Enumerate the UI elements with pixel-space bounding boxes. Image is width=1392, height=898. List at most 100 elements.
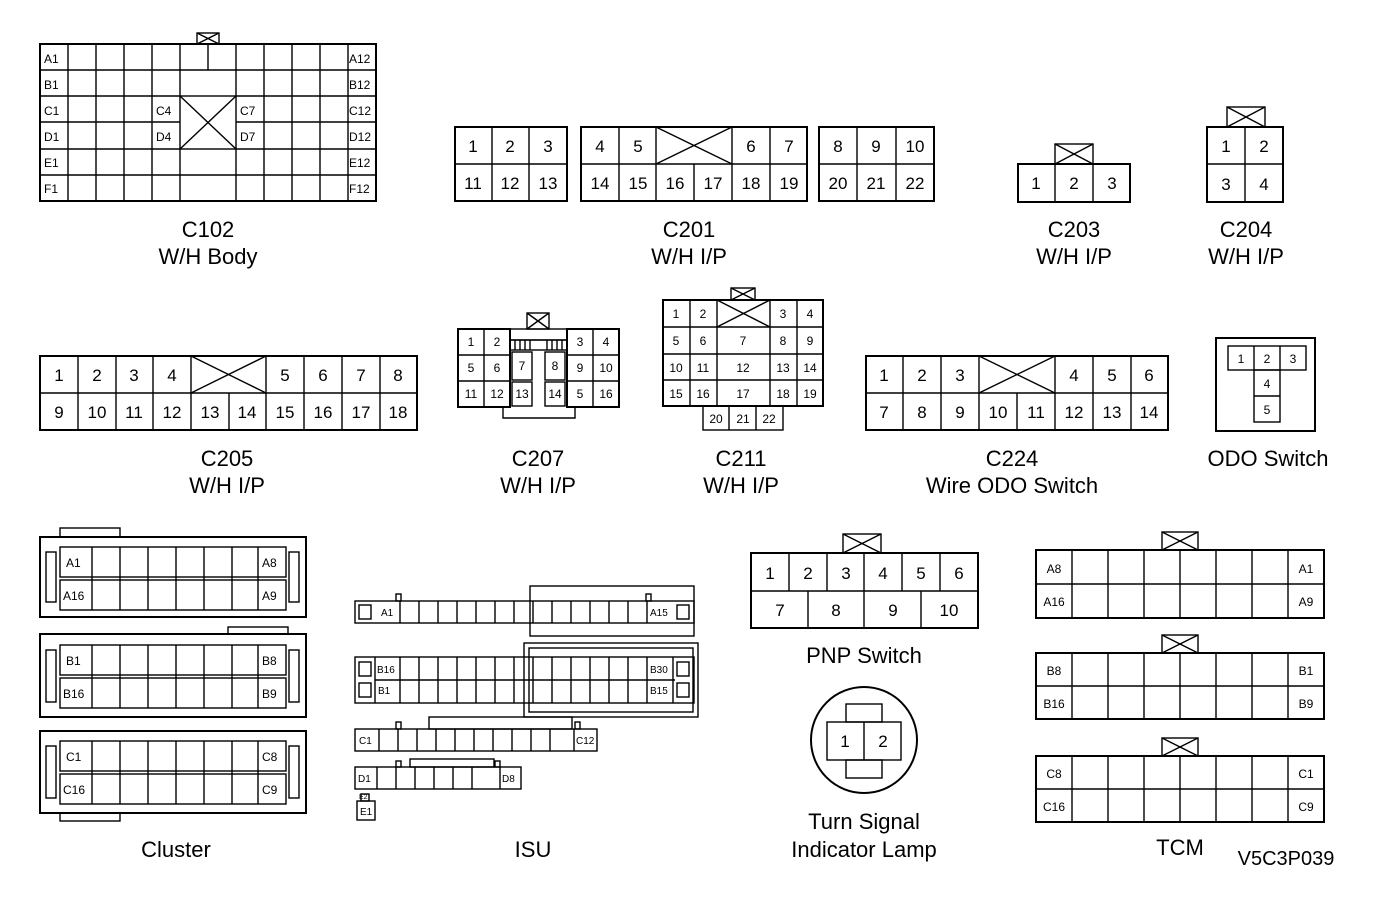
pin-label: 3 [780,307,787,321]
pin-label: A8 [262,556,277,570]
pin-label: 14 [548,387,562,401]
pin-label: C12 [349,104,371,118]
pin-label: 13 [201,403,220,422]
pin-label: 1 [879,366,888,385]
pin-label: A12 [349,52,371,66]
pin-label: 6 [700,334,707,348]
pin-label: 8 [393,366,402,385]
pin-label: 3 [129,366,138,385]
pin-label: B1 [378,686,391,697]
pin-label: E1 [44,156,59,170]
pin-label: A1 [44,52,59,66]
pin-label: A9 [262,589,277,603]
pin-label: 1 [673,307,680,321]
connector-c224: 1 2 3 4 5 6 7 8 9 10 11 12 13 14 C224 Wi… [865,355,1169,498]
pin-label: E1 [360,807,373,818]
pin-label: 11 [125,403,143,422]
pin-label: 9 [888,601,897,620]
pin-label: 1 [1221,137,1230,156]
pin-label: 7 [784,137,793,156]
pin-label: 2 [1264,352,1271,366]
pin-label: 14 [1140,403,1159,422]
pin-label: 7 [356,366,365,385]
pin-label: 1 [468,335,475,349]
pin-label: 5 [1107,366,1116,385]
pin-label: 4 [1069,366,1078,385]
pin-label: 17 [736,387,750,401]
pin-label: 16 [314,403,333,422]
pin-label: 3 [1221,175,1230,194]
pin-label: 11 [465,387,478,401]
pin-label: 10 [599,361,613,375]
pin-label: B9 [1299,697,1314,711]
pin-label: 5 [468,361,475,375]
pin-label: 3 [841,564,850,583]
pin-label: 10 [669,361,683,375]
pin-label: 13 [539,174,558,193]
pin-label: 9 [577,361,584,375]
pin-label: 6 [1144,366,1153,385]
pin-label: 2 [505,137,514,156]
c224-description: Wire ODO Switch [926,473,1098,498]
c102-latch [196,32,220,45]
pin-label: 18 [776,387,790,401]
c211-description: W/H I/P [703,473,779,498]
pin-label: 4 [1259,175,1268,194]
pin-label: 2 [917,366,926,385]
pin-label: 4 [807,307,814,321]
pin-label: 4 [595,137,604,156]
pin-label: 11 [697,361,710,375]
pnp-switch-name: PNP Switch [806,643,922,668]
pin-label: A15 [650,608,668,619]
c204-description: W/H I/P [1208,244,1284,269]
pin-label: 17 [704,174,723,193]
pin-label: 16 [696,387,710,401]
isu-name: ISU [515,837,552,862]
pin-label: 21 [867,174,886,193]
pin-label: 5 [673,334,680,348]
pin-label: A1 [381,608,394,619]
pin-label: E12 [349,156,371,170]
pin-label: 19 [803,387,817,401]
pin-label: 13 [776,361,790,375]
pin-label: 3 [1107,174,1116,193]
pin-label: C1 [44,104,60,118]
odo-switch-name: ODO Switch [1207,446,1328,471]
pin-label: 19 [780,174,799,193]
pin-label: 17 [352,403,371,422]
pin-label: 13 [515,387,529,401]
pin-label: 2 [92,366,101,385]
connector-tcm: A8 A1 A16 A9 B8 B1 B16 B9 C8 C1 C16 C9 T… [1035,531,1325,860]
pin-label: 10 [906,137,925,156]
pin-label: 9 [807,334,814,348]
pin-label: A8 [1047,562,1062,576]
pin-label: 20 [709,412,723,426]
pin-label: 2 [803,564,812,583]
c211-name: C211 [716,446,767,471]
pin-label: 21 [736,412,750,426]
pin-label: 18 [389,403,408,422]
pin-label: D8 [502,774,515,785]
pin-label: 12 [490,387,504,401]
pin-label: 3 [955,366,964,385]
pin-label: C7 [240,104,256,118]
pin-label: 6 [954,564,963,583]
pin-label: D4 [156,130,172,144]
pin-label: 8 [833,137,842,156]
pin-label: 14 [803,361,817,375]
pin-label: C9 [1298,800,1314,814]
pin-label: 5 [577,387,584,401]
pin-label: 20 [829,174,848,193]
pin-label: 1 [468,137,477,156]
pin-label: 14 [238,403,257,422]
cluster-name: Cluster [141,837,211,862]
pin-label: A1 [1299,562,1314,576]
pin-label: B30 [650,665,668,676]
pin-label: C1 [359,736,372,747]
pin-label: 5 [280,366,289,385]
connector-isu: A1 A15 B16 B30 B1 B15 C1 C12 D1 D8 E1 E2… [354,585,699,862]
pin-label: 14 [591,174,610,193]
pin-label: 10 [989,403,1008,422]
pin-label: 22 [762,412,776,426]
pin-label: 6 [318,366,327,385]
